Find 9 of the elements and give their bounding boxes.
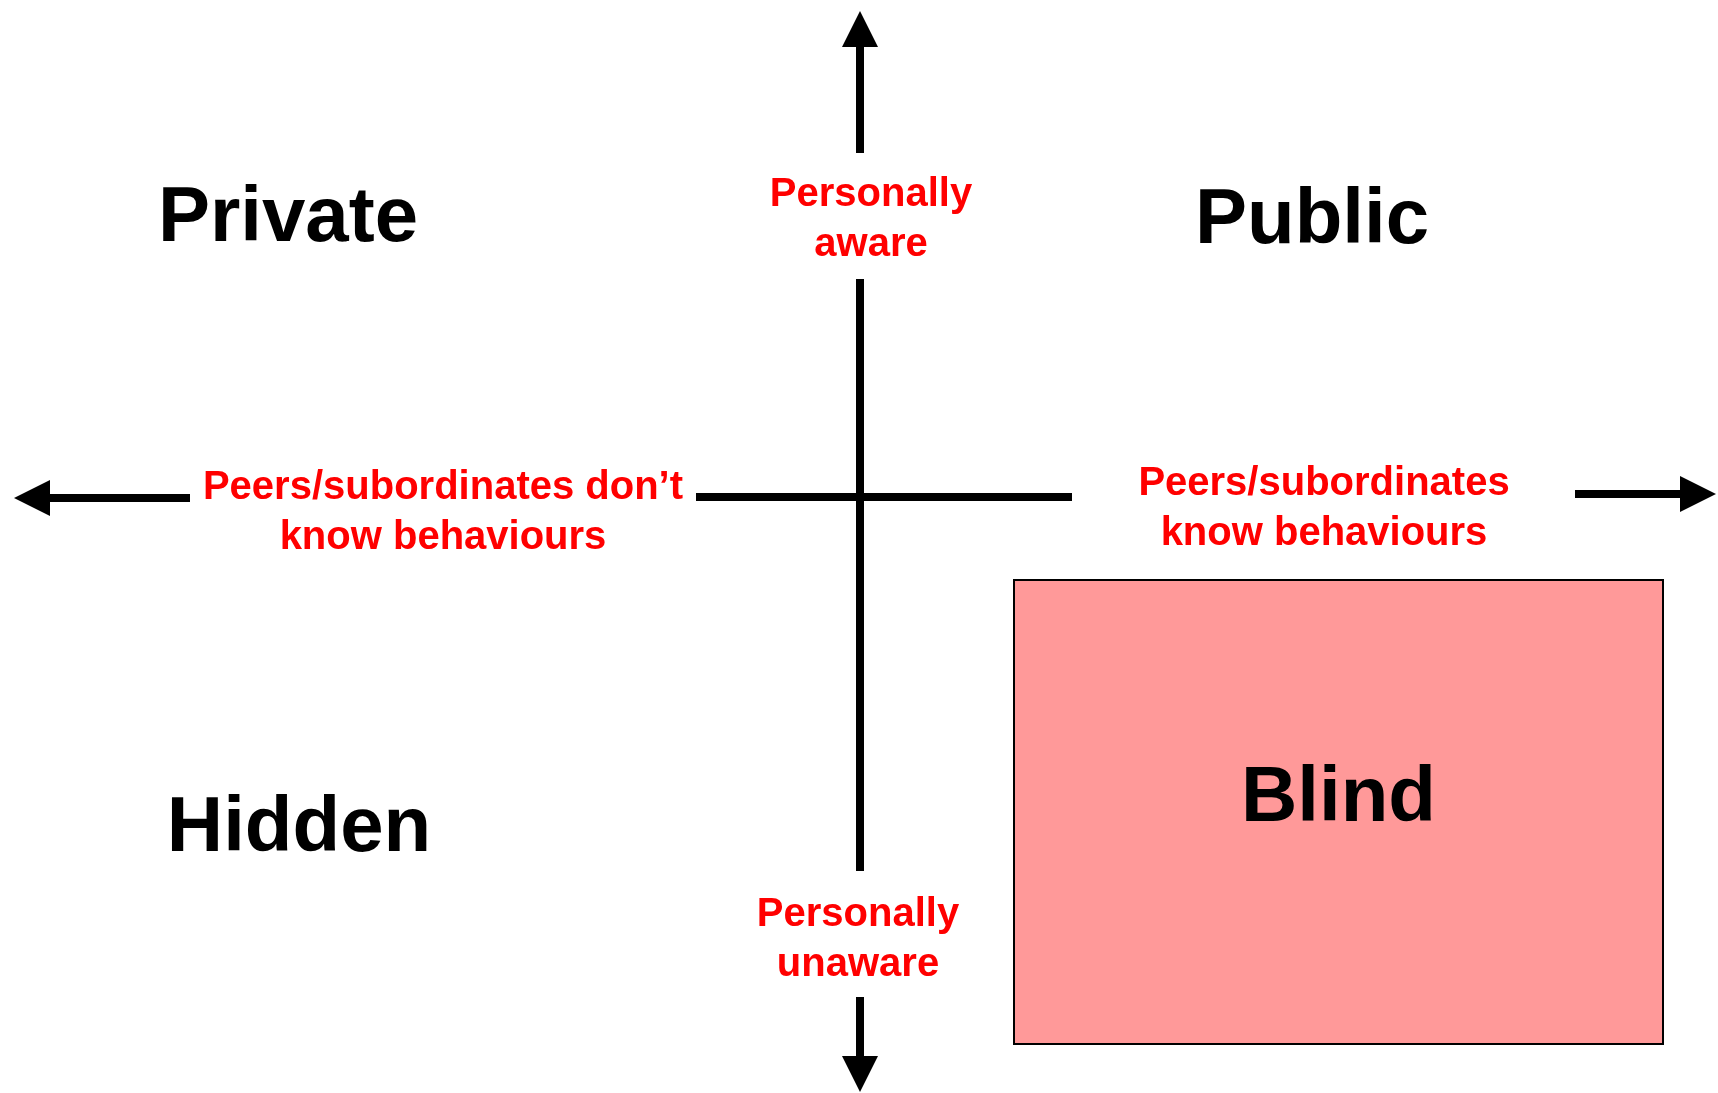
quadrant-title: Private (157, 168, 419, 260)
quadrant-title: Blind (1241, 748, 1436, 839)
quadrant-box (1013, 579, 1664, 1045)
axis-label: Personally aware (768, 169, 974, 266)
axis-label: Peers/subordinates know behaviours (1137, 458, 1511, 555)
quadrant-title: Hidden (166, 778, 432, 870)
axis-label: Personally unaware (755, 889, 961, 986)
quadrant-title: Public (1195, 170, 1429, 262)
axis-label: Peers/subordinates don’t know behaviours (201, 462, 685, 559)
